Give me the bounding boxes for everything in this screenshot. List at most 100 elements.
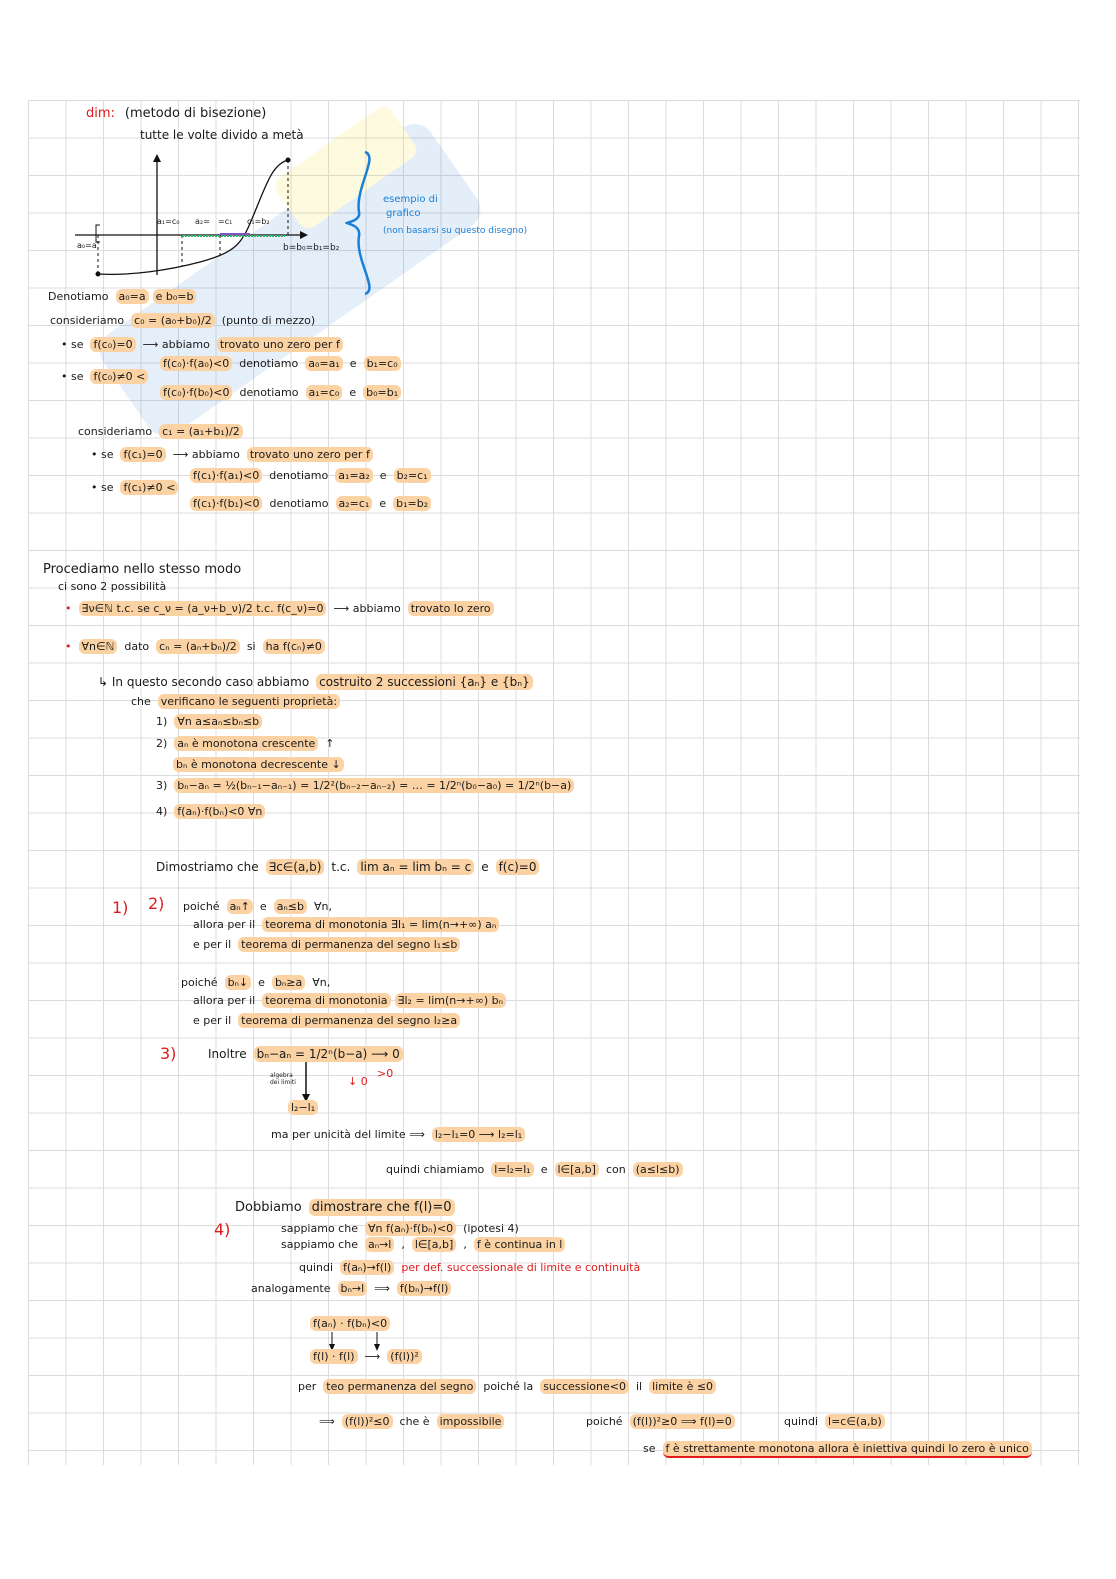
highlighted-text: limite è ≤0 — [649, 1379, 717, 1394]
graph-note: grafico — [386, 208, 421, 219]
note-text: poiché — [181, 976, 218, 989]
highlighted-text: bₙ è monotona decrescente ↓ — [173, 757, 344, 772]
highlighted-text: cₙ = (aₙ+bₙ)/2 — [156, 639, 240, 654]
marker-4: 4) — [214, 1220, 231, 1239]
note-line: Dimostriamo che∃c∈(a,b)t.c.lim aₙ = lim … — [153, 859, 543, 875]
note-text: • — [65, 602, 72, 615]
highlighted-text: bₙ↓ — [224, 975, 252, 990]
note-line: quindi l=c∈(a,b) — [781, 1414, 889, 1429]
highlighted-text: f(c₀)·f(a₀)<0 — [160, 356, 233, 371]
highlighted-text: lim aₙ = lim bₙ = c — [357, 859, 475, 875]
note-text: Dobbiamo — [235, 1200, 302, 1215]
note-text: quindi — [784, 1415, 819, 1428]
note-line: l₂−l₁ — [288, 1100, 322, 1115]
note-text: e per il — [193, 1014, 232, 1027]
note-text: poiché — [183, 900, 220, 913]
highlighted-text: l∈[a,b] — [554, 1162, 599, 1177]
note-text: che — [131, 695, 151, 708]
highlighted-text: successione<0 — [540, 1379, 629, 1394]
note-text: ∀n, — [312, 976, 331, 989]
note-text: (punto di mezzo) — [221, 314, 316, 327]
note-text: (metodo di bisezione) — [124, 106, 267, 121]
note-line: sappiamo che∀n f(aₙ)·f(bₙ)<0(ipotesi 4) — [278, 1221, 526, 1236]
note-text: Dimostriamo che — [156, 860, 259, 874]
note-text: 2) — [156, 737, 168, 750]
note-text: Procediamo nello stesso modo — [43, 562, 242, 577]
highlighted-text: a₁=a₂ — [335, 468, 373, 483]
note-line: ci sono 2 possibilità — [55, 579, 173, 594]
note-line: che verificano le seguenti proprietà: — [128, 694, 344, 709]
highlighted-text: teorema di permanenza del segno l₁≤b — [238, 937, 461, 952]
note-text: ⟶ abbiamo — [333, 602, 401, 615]
highlighted-text: c₁ = (a₁+b₁)/2 — [159, 424, 243, 439]
highlighted-text: l=c∈(a,b) — [825, 1414, 885, 1429]
note-text: • se — [91, 448, 114, 461]
note-text: (ipotesi 4) — [463, 1222, 519, 1235]
note-text: ↑ — [325, 737, 335, 750]
note-text: dim: — [86, 106, 115, 121]
highlighted-text: l₂−l₁ — [288, 1100, 319, 1115]
highlighted-text: f(bₙ)→f(l) — [396, 1281, 452, 1296]
bisection-graph — [75, 154, 308, 277]
highlighted-text: f è continua in l — [473, 1237, 566, 1252]
highlighted-text: teorema di monotonia — [262, 993, 391, 1008]
highlighted-text: aₙ è monotona crescente — [174, 736, 319, 751]
highlighted-text: bₙ−aₙ = ½(bₙ₋₁−aₙ₋₁) = 1/2²(bₙ₋₂−aₙ₋₂) =… — [174, 778, 575, 793]
note-text: e per il — [193, 938, 232, 951]
note-text: , — [401, 1238, 405, 1251]
highlighted-text: f(c₀)≠0 < — [90, 369, 149, 384]
highlighted-text: aₙ↑ — [226, 899, 253, 914]
highlighted-text: (f(l))²≤0 — [341, 1414, 393, 1429]
note-text: 1) — [156, 715, 168, 728]
highlighted-text: b₁=b₂ — [393, 496, 432, 511]
note-text: • — [65, 640, 72, 653]
note-text: denotiamo — [269, 497, 329, 510]
marker-2: 2) — [148, 894, 165, 913]
note-text: poiché la — [483, 1380, 534, 1393]
highlighted-text: a₀=a₁ — [305, 356, 343, 371]
graph-label: c₁=b₂ — [247, 217, 270, 226]
highlighted-text: f(c₁)·f(b₁)<0 — [190, 496, 263, 511]
graph-label: a₁=c₀ — [157, 217, 180, 226]
highlighted-text: (a≤l≤b) — [632, 1162, 683, 1177]
marker-1: 1) — [112, 898, 129, 917]
marker-3: 3) — [160, 1044, 177, 1063]
note-text: allora per il — [193, 994, 256, 1007]
note-text: ⟹ — [374, 1282, 390, 1295]
highlighted-text: teo permanenza del segno — [323, 1379, 477, 1394]
highlighted-text: verificano le seguenti proprietà: — [157, 694, 341, 709]
note-text: denotiamo — [239, 357, 299, 370]
note-line: bₙ è monotona decrescente ↓ — [173, 757, 348, 772]
graph-note: esempio di — [383, 194, 438, 205]
note-line: Procediamo nello stesso modo — [40, 562, 248, 577]
highlighted-text: costruito 2 successioni {aₙ} e {bₙ} — [316, 674, 533, 690]
note-text: 3) — [156, 779, 168, 792]
highlighted-text: ∀n∈ℕ — [78, 639, 118, 654]
note-line: f(l) · f(l)⟶(f(l))² — [310, 1349, 426, 1364]
highlighted-text: b₁=c₀ — [363, 356, 401, 371]
note-text: quindi chiamiamo — [386, 1163, 485, 1176]
arrow-down-icon — [302, 1062, 310, 1102]
highlighted-text: bₙ≥a — [271, 975, 306, 990]
highlighted-text: ∃l₂ = lim(n→+∞) bₙ — [394, 993, 507, 1008]
note-text: ↳ In questo secondo caso abbiamo — [98, 675, 310, 689]
note-text: • se — [61, 370, 84, 383]
highlighted-text: a₂=c₁ — [335, 496, 373, 511]
highlighted-text: a₀=a — [115, 289, 149, 304]
highlighted-text: aₙ→l — [364, 1237, 395, 1252]
